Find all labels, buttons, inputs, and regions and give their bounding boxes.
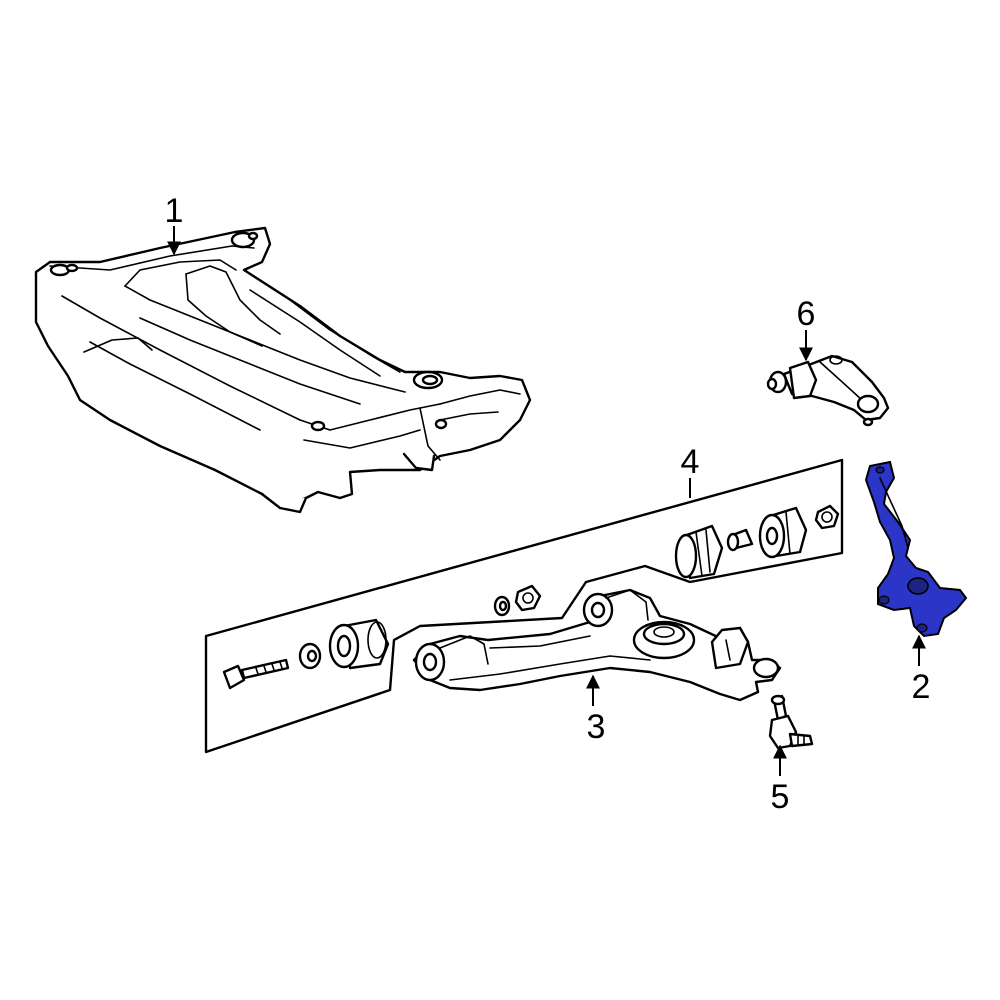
nut	[514, 584, 542, 612]
leader-lines	[167, 226, 926, 776]
steering-knuckle-part-2[interactable]	[864, 460, 968, 638]
small-washer	[493, 595, 511, 617]
knuckle-body	[864, 460, 968, 638]
callout-6: 6	[797, 295, 816, 333]
ribbed-bushing	[674, 524, 724, 580]
washer	[298, 642, 322, 670]
bushing-kit-part-4[interactable]	[204, 458, 844, 754]
callout-2: 2	[912, 668, 931, 706]
ribbed-bushing-2	[758, 506, 808, 559]
callout-4: 4	[681, 443, 700, 481]
callout-3: 3	[587, 708, 606, 746]
knuckle-spindle-hole	[907, 577, 929, 595]
upper-control-arm-part-6[interactable]	[766, 354, 890, 427]
callout-labels: 1 2 3 4 5 6	[165, 192, 931, 816]
lower-control-arm-part-3[interactable]	[412, 588, 782, 702]
subframe-part-1[interactable]	[34, 226, 532, 514]
knuckle-bolt-hole	[878, 595, 890, 605]
ball-joint-part-5[interactable]	[768, 694, 814, 750]
bolt	[222, 658, 290, 690]
nut-2	[814, 504, 840, 530]
knuckle-top-hole	[875, 466, 885, 474]
stud	[726, 528, 754, 552]
large-bushing	[328, 618, 390, 670]
callout-5: 5	[771, 778, 790, 816]
knuckle-bottom-hole	[916, 623, 928, 633]
callout-1: 1	[165, 192, 184, 230]
